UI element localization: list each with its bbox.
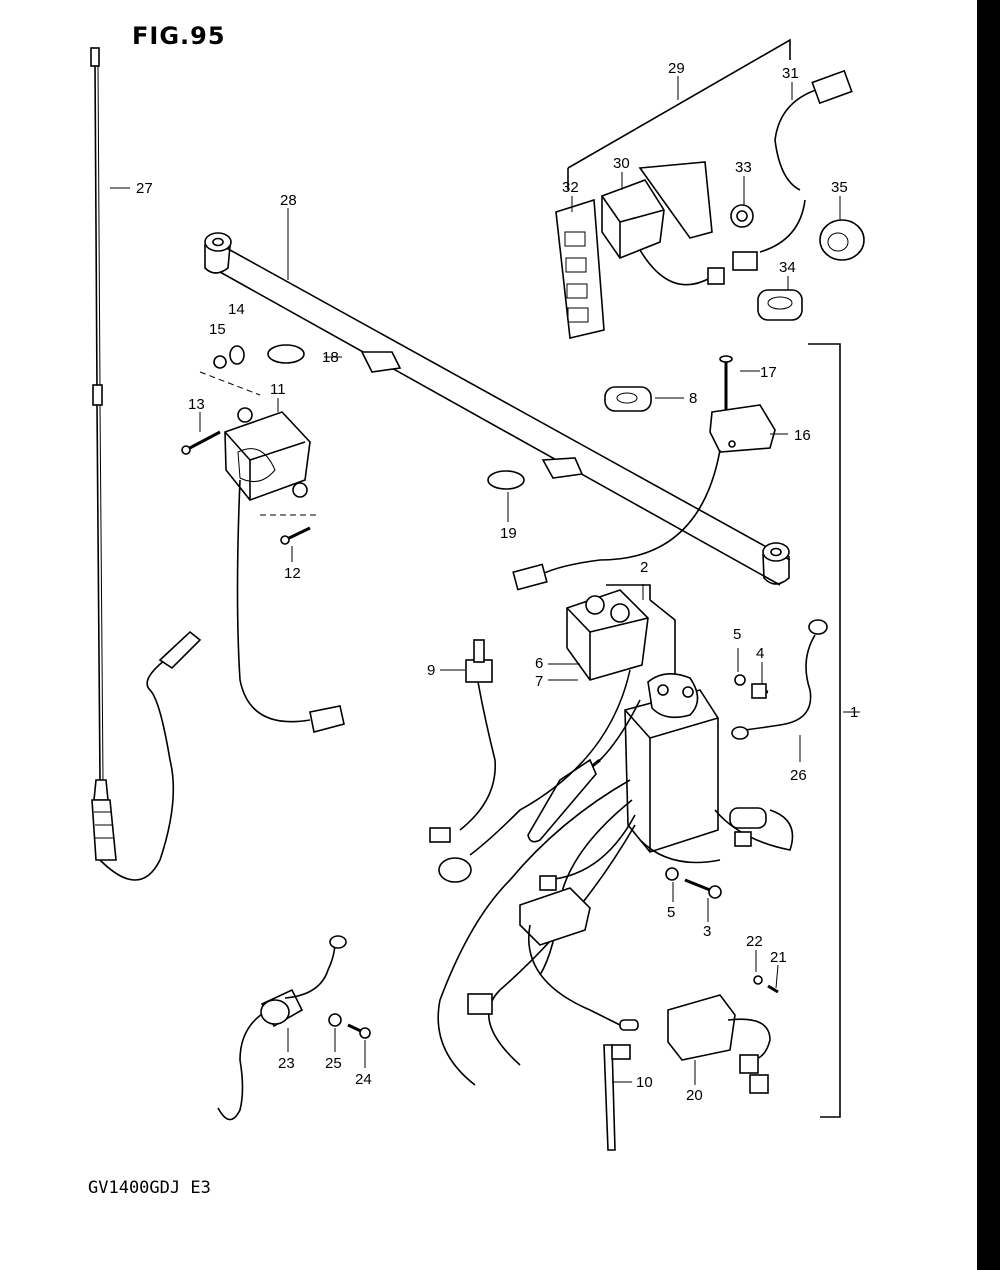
leader-lines (110, 76, 860, 1085)
small-fasteners (181, 344, 733, 545)
callout-17: 17 (760, 364, 777, 381)
callout-22: 22 (746, 933, 763, 950)
callout-20: 20 (686, 1087, 703, 1104)
callout-8: 8 (689, 390, 697, 407)
figure-title: FIG.95 (132, 22, 226, 50)
callout-12: 12 (284, 565, 301, 582)
page-edge-bar (977, 0, 1000, 1270)
callout-26: 26 (790, 767, 807, 784)
callout-1: 1 (850, 704, 858, 721)
ground-lead-26 (731, 619, 828, 740)
callout-18: 18 (322, 349, 339, 366)
module-20 (667, 975, 779, 1094)
callout-5b: 5 (667, 904, 675, 921)
callout-2: 2 (640, 559, 648, 576)
callout-27: 27 (136, 180, 153, 197)
socket-16 (512, 404, 776, 591)
callout-4: 4 (756, 645, 764, 662)
callout-15: 15 (209, 321, 226, 338)
assembly-bracket-1 (808, 343, 841, 1118)
callout-33: 33 (735, 159, 752, 176)
callout-28: 28 (280, 192, 297, 209)
model-code: GV1400GDJ E3 (88, 1178, 211, 1198)
callout-30: 30 (613, 155, 630, 172)
callout-31: 31 (782, 65, 799, 82)
sensor-10 (603, 1044, 631, 1151)
callout-34: 34 (779, 259, 796, 276)
mounting-bar (204, 232, 791, 586)
callout-29: 29 (668, 60, 685, 77)
callout-14: 14 (228, 301, 245, 318)
antenna-mast (90, 47, 202, 881)
callout-3: 3 (703, 923, 711, 940)
switch-group (555, 38, 865, 339)
callout-labels: 1 2 3 4 5 5 6 7 8 9 10 11 12 13 14 15 16… (136, 60, 858, 1104)
callout-6: 6 (535, 655, 543, 672)
main-unit (437, 673, 794, 1086)
callout-35: 35 (831, 179, 848, 196)
callout-9: 9 (427, 662, 435, 679)
callout-13: 13 (188, 396, 205, 413)
callout-11: 11 (270, 381, 286, 398)
lower-fasteners (665, 867, 722, 899)
callout-10: 10 (636, 1074, 653, 1091)
callout-32: 32 (562, 179, 579, 196)
switch-9 (429, 639, 631, 883)
capacitor-23 (217, 935, 371, 1121)
callout-24: 24 (355, 1071, 372, 1088)
callout-16: 16 (794, 427, 811, 444)
control-unit-2 (566, 584, 676, 690)
callout-19: 19 (500, 525, 517, 542)
relay-module (467, 875, 639, 1031)
callout-7: 7 (535, 673, 543, 690)
callout-25: 25 (325, 1055, 342, 1072)
callout-23: 23 (278, 1055, 295, 1072)
switch-box-11 (224, 407, 345, 733)
callout-5a: 5 (733, 626, 741, 643)
callout-21: 21 (770, 949, 787, 966)
